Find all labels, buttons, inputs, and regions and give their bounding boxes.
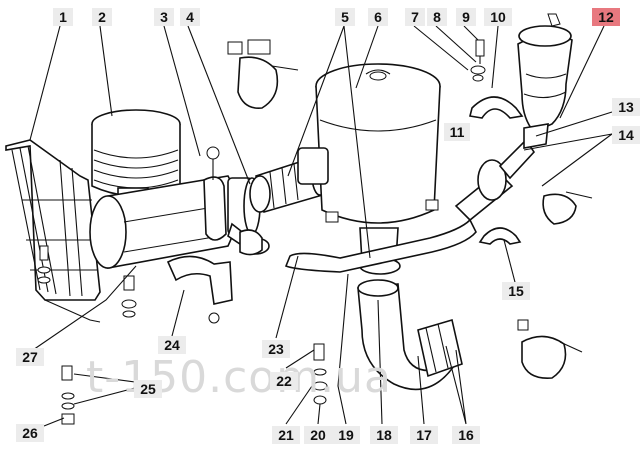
callout-15: 15: [502, 282, 530, 300]
callout-2: 2: [92, 8, 112, 26]
callout-11: 11: [444, 123, 470, 141]
callout-1: 1: [53, 8, 73, 26]
callout-26: 26: [16, 424, 44, 442]
callout-6: 6: [368, 8, 388, 26]
callout-9: 9: [456, 8, 476, 26]
intake-riser: [454, 25, 573, 222]
callout-7: 7: [405, 8, 425, 26]
callout-4: 4: [180, 8, 200, 26]
callout-27: 27: [16, 348, 44, 366]
callout-17: 17: [410, 426, 438, 444]
callout-13: 13: [612, 98, 640, 116]
callout-3: 3: [154, 8, 174, 26]
callout-22: 22: [270, 372, 298, 390]
callout-24: 24: [158, 336, 186, 354]
callout-8: 8: [427, 8, 447, 26]
air-cleaner: [297, 63, 441, 224]
callout-19: 19: [332, 426, 360, 444]
hardware: [37, 13, 593, 425]
callout-5: 5: [335, 8, 355, 26]
callout-16: 16: [452, 426, 480, 444]
guard-screen: [5, 139, 101, 323]
callout-25: 25: [134, 380, 162, 398]
callout-20: 20: [304, 426, 332, 444]
watermark: t-150.com.ua: [86, 352, 392, 403]
intake-pipe: [284, 218, 477, 391]
clamp-top-left: [227, 39, 299, 109]
callout-14: 14: [612, 126, 640, 144]
callout-12-highlighted: 12: [592, 8, 620, 26]
callout-21: 21: [272, 426, 300, 444]
callout-18: 18: [370, 426, 398, 444]
callout-10: 10: [484, 8, 512, 26]
callout-23: 23: [262, 340, 290, 358]
